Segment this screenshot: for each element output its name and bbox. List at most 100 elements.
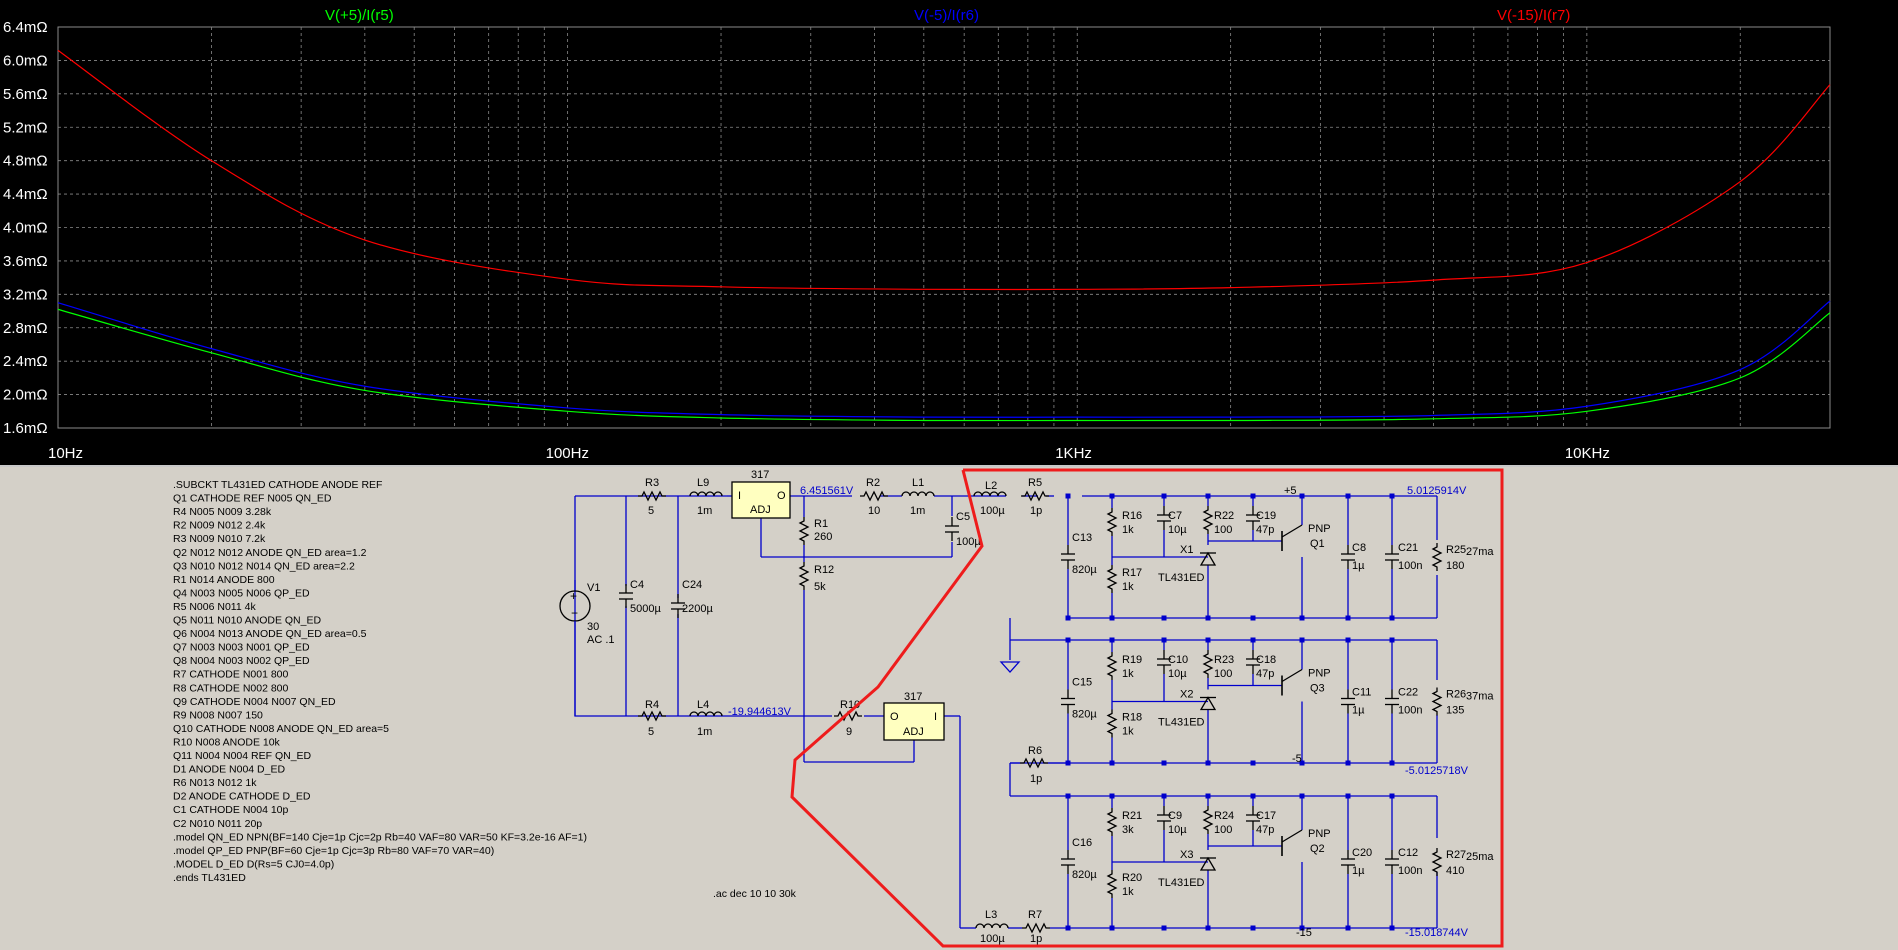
l1-name: L1 <box>912 477 924 489</box>
c18-value: 47p <box>1256 668 1274 680</box>
schematic-components[interactable]: + − V1 30 AC .1 R3 5 R4 5 L9 1m L4 1m <box>559 469 1494 945</box>
net-label-m15v[interactable]: -15.018744V <box>1405 927 1469 939</box>
inductor-l3[interactable] <box>975 923 1009 929</box>
r21-value: 3k <box>1122 824 1134 836</box>
c11-name: C11 <box>1352 687 1371 699</box>
u1-in-pin: I <box>738 490 741 502</box>
regulator-317-bottom[interactable]: O I ADJ 317 <box>883 691 945 741</box>
resistor-r16[interactable] <box>1107 507 1117 537</box>
c20-name: C20 <box>1352 847 1372 859</box>
trace-2[interactable] <box>57 300 1831 418</box>
c12-name: C12 <box>1398 847 1418 859</box>
u1-out-pin: O <box>777 490 786 502</box>
netlist-line: D2 ANODE CATHODE D_ED <box>173 791 311 803</box>
c20-value: 1µ <box>1352 865 1365 877</box>
q2-name: Q2 <box>1310 843 1325 855</box>
resistor-r24[interactable] <box>1203 805 1213 835</box>
inductor-l1[interactable] <box>901 491 935 497</box>
c13-name: C13 <box>1072 532 1092 544</box>
y-tick-label: 6.4mΩ <box>3 19 48 36</box>
r4-name: R4 <box>645 699 659 711</box>
c22-value: 100n <box>1398 705 1422 717</box>
netlist-line: Q6 N004 N013 ANODE QN_ED area=0.5 <box>173 628 367 640</box>
net-label-minus15[interactable]: -15 <box>1296 927 1312 939</box>
resistor-r20[interactable] <box>1107 869 1117 899</box>
r18-name: R18 <box>1122 712 1142 724</box>
trace-title-2[interactable]: V(-5)/I(r6) <box>914 7 979 24</box>
r7-name: R7 <box>1028 909 1042 921</box>
net-label-m5v[interactable]: -5.0125718V <box>1405 765 1469 777</box>
resistor-r12[interactable] <box>799 561 809 591</box>
resistor-r1[interactable] <box>799 516 809 546</box>
r16-name: R16 <box>1122 510 1142 522</box>
resistor-r7[interactable] <box>1021 923 1051 933</box>
r6-name: R6 <box>1028 745 1042 757</box>
trace-3[interactable] <box>57 49 1831 291</box>
v1-name: V1 <box>587 582 600 594</box>
l3-value: 100µ <box>980 933 1005 945</box>
voltage-source-v1[interactable]: + − V1 30 AC .1 <box>559 582 615 716</box>
trace-1[interactable] <box>57 308 1831 422</box>
net-label-317-bottom[interactable]: -19.944613V <box>728 706 792 718</box>
netlist-line: D1 ANODE N004 D_ED <box>173 764 285 776</box>
resistor-r18[interactable] <box>1107 708 1117 739</box>
resistor-r17[interactable] <box>1107 564 1117 594</box>
l2-name: L2 <box>985 480 997 492</box>
r25-name: R25 <box>1446 544 1466 556</box>
resistor-r25[interactable] <box>1432 542 1442 572</box>
r20-value: 1k <box>1122 886 1134 898</box>
r2-value: 10 <box>868 505 880 517</box>
resistor-r23[interactable] <box>1203 649 1213 679</box>
c21-value: 100n <box>1398 560 1422 572</box>
c15-name: C15 <box>1072 677 1092 689</box>
plot-traces[interactable] <box>57 49 1831 422</box>
c9-value: 10µ <box>1168 824 1187 836</box>
net-label-5v[interactable]: 5.0125914V <box>1407 485 1467 497</box>
pnp-q3[interactable] <box>1281 668 1303 696</box>
resistor-r26[interactable] <box>1432 686 1442 717</box>
net-label-317-top[interactable]: 6.451561V <box>800 485 854 497</box>
netlist-line: R7 CATHODE N001 800 <box>173 669 289 681</box>
c10-value: 10µ <box>1168 668 1187 680</box>
resistor-r2[interactable] <box>859 491 889 501</box>
u1-adj-pin: ADJ <box>750 504 771 516</box>
net-label-minus5[interactable]: -5 <box>1292 753 1302 765</box>
net-label-plus5[interactable]: +5 <box>1284 485 1297 497</box>
c4-value: 5000µ <box>630 603 661 615</box>
trace-title-1[interactable]: V(+5)/I(r5) <box>325 7 394 24</box>
c17-value: 47p <box>1256 824 1274 836</box>
trace-titles[interactable]: V(+5)/I(r5) V(-5)/I(r6) V(-15)/I(r7) <box>325 7 1570 24</box>
netlist-line: R9 N008 N007 150 <box>173 709 263 721</box>
tl431-x3[interactable] <box>1199 856 1217 871</box>
resistor-r27[interactable] <box>1432 847 1442 877</box>
netlist-line: Q8 N004 N003 N002 QP_ED <box>173 655 310 667</box>
trace-title-3[interactable]: V(-15)/I(r7) <box>1497 7 1570 24</box>
r25-value: 180 <box>1446 560 1464 572</box>
resistor-r19[interactable] <box>1107 651 1117 681</box>
c16-value: 820µ <box>1072 869 1097 881</box>
netlist-line: Q3 N010 N012 N014 QN_ED area=2.2 <box>173 560 355 572</box>
ground-symbol[interactable] <box>999 661 1021 673</box>
red-annotation-outline[interactable] <box>790 468 1504 948</box>
pnp-q2[interactable] <box>1281 829 1303 856</box>
regulator-317-top[interactable]: I O ADJ 317 <box>731 469 791 519</box>
capacitor-c12[interactable] <box>1384 849 1400 875</box>
capacitor-c21[interactable] <box>1384 544 1400 570</box>
c4-name: C4 <box>630 579 644 591</box>
pnp-q1[interactable] <box>1281 524 1303 551</box>
r19-value: 1k <box>1122 668 1134 680</box>
resistor-r21[interactable] <box>1107 807 1117 837</box>
waveform-plot[interactable]: 6.4mΩ6.0mΩ5.6mΩ5.2mΩ4.8mΩ4.4mΩ4.0mΩ3.6mΩ… <box>0 0 1898 465</box>
svg-text:−: − <box>571 606 578 620</box>
tl431-x1[interactable] <box>1199 551 1217 566</box>
r18-value: 1k <box>1122 726 1134 738</box>
sim-directive[interactable]: .ac dec 10 10 30k <box>713 888 797 900</box>
resistor-r22[interactable] <box>1203 505 1213 535</box>
tl431-x2[interactable] <box>1199 696 1217 711</box>
r26-value: 135 <box>1446 705 1464 717</box>
capacitor-c22[interactable] <box>1384 688 1400 715</box>
